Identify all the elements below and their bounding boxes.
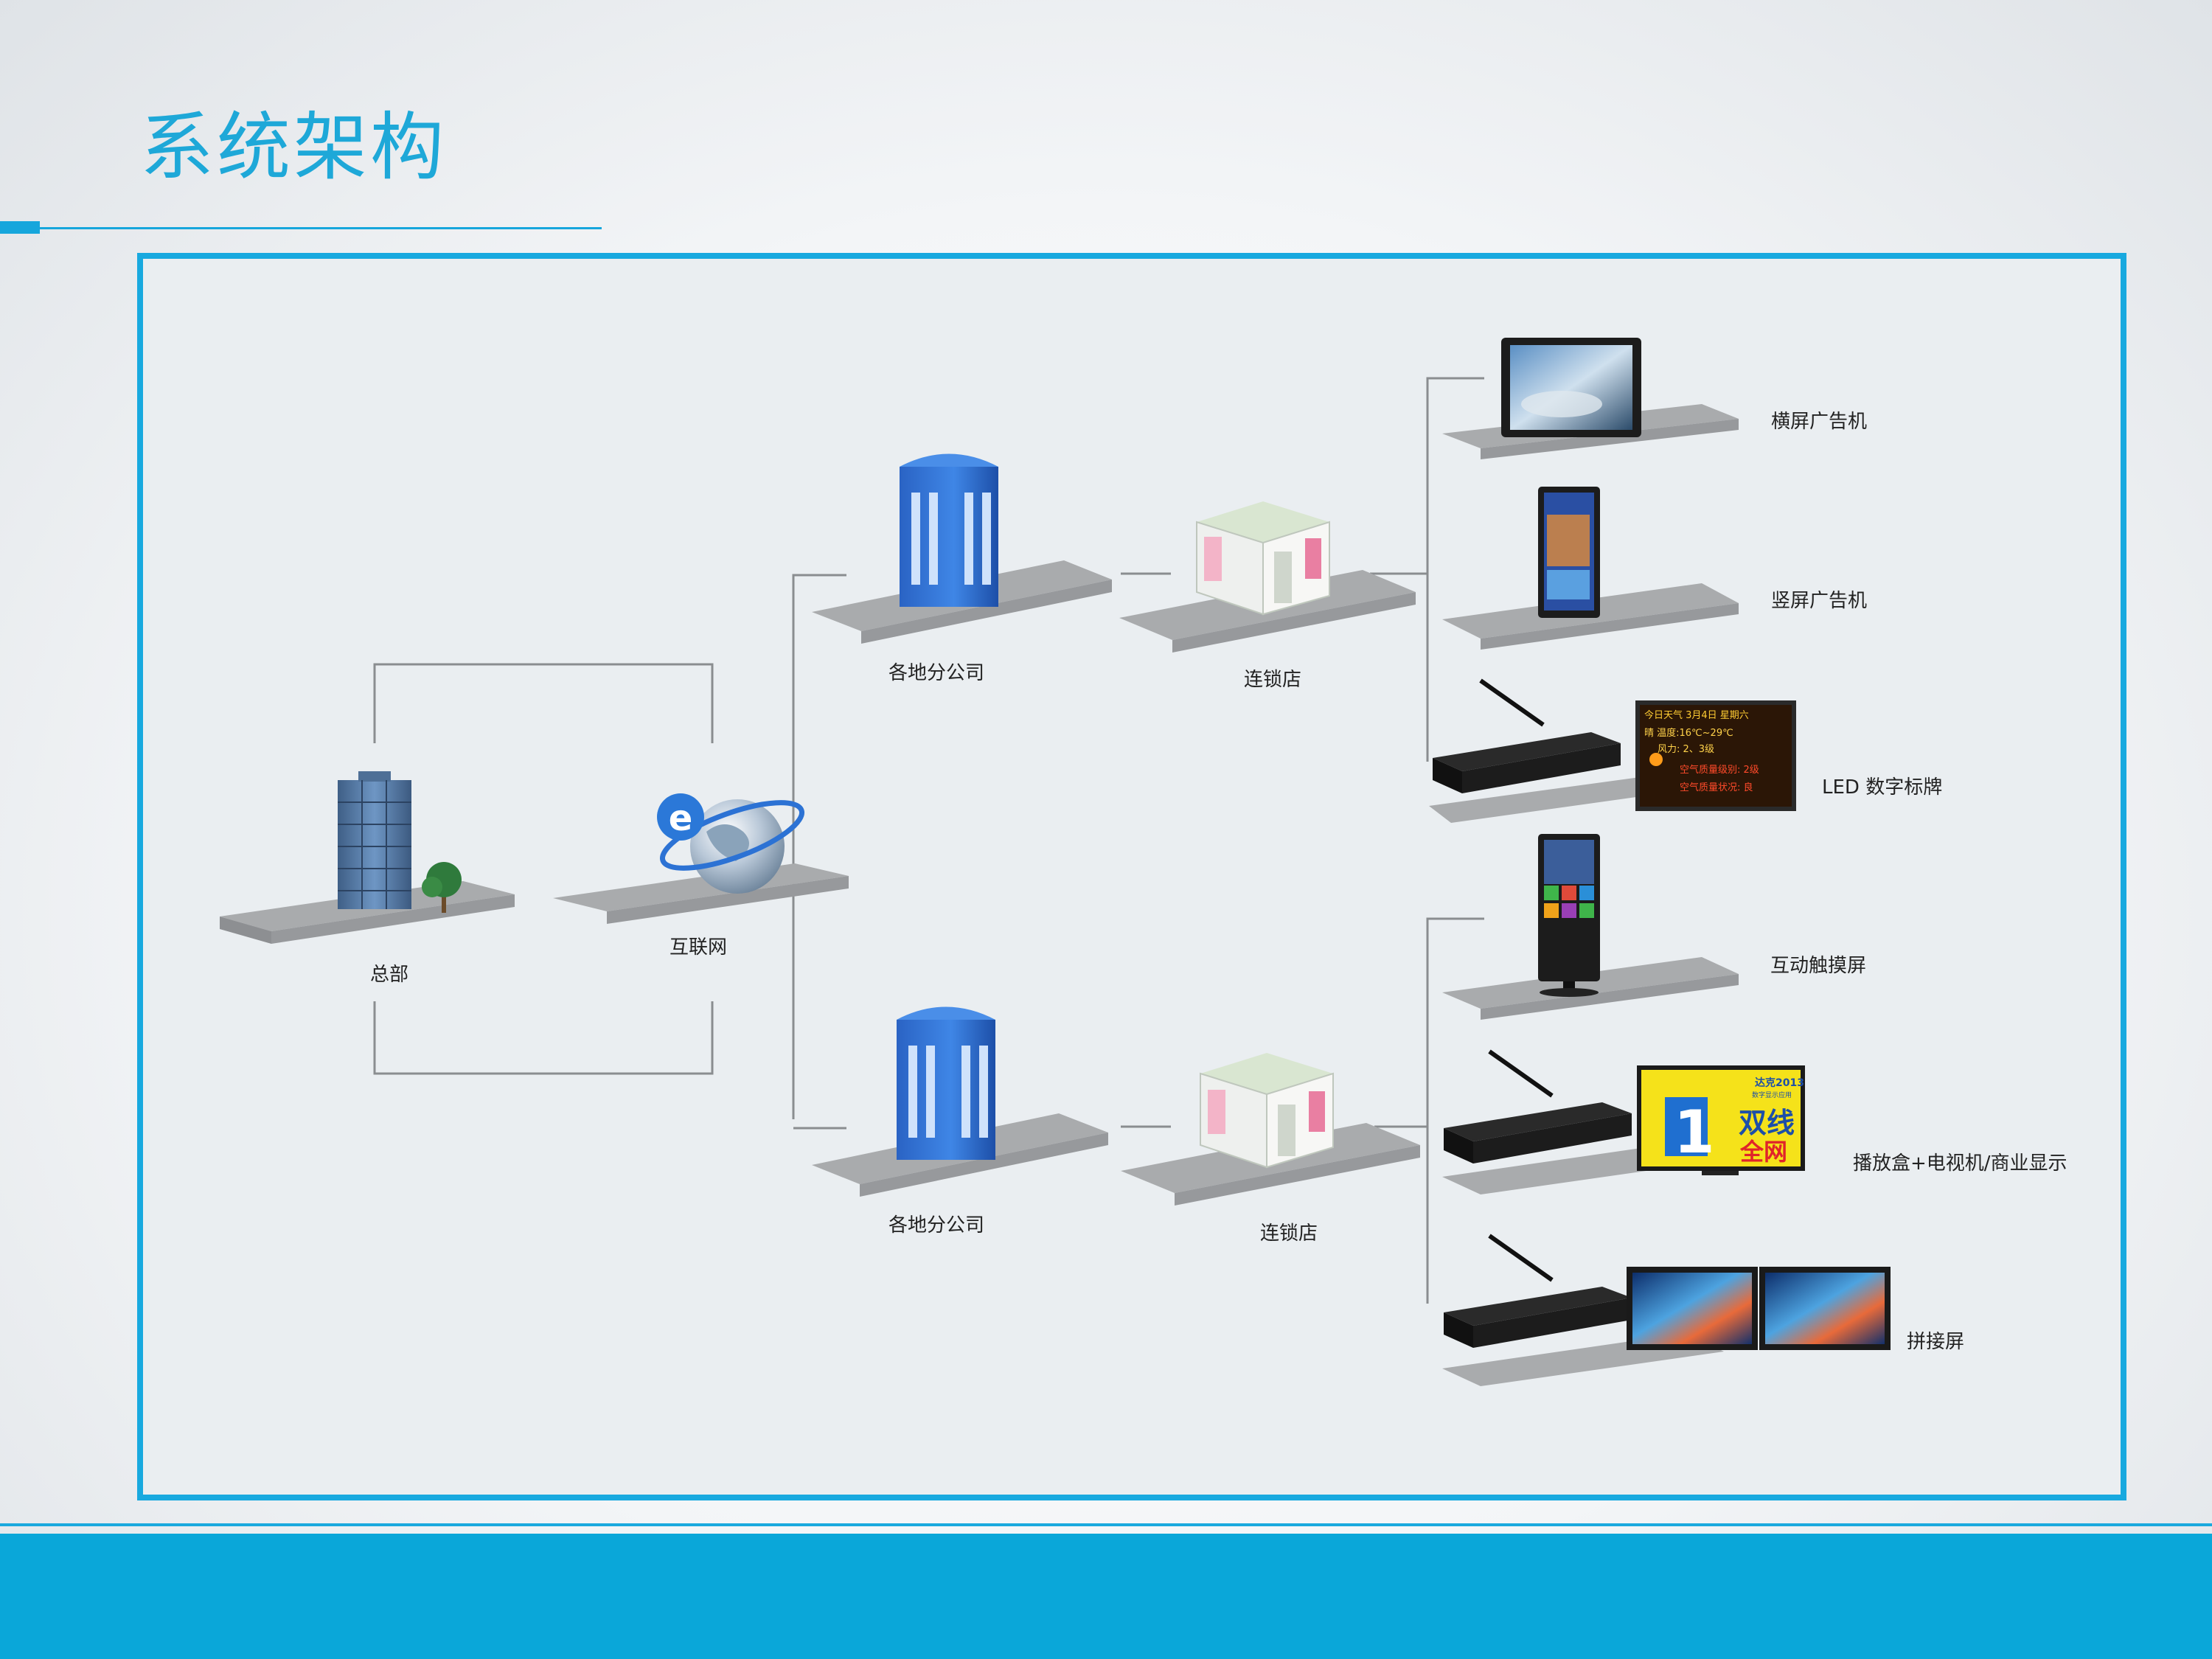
label-store-bottom: 连锁店 bbox=[1260, 1222, 1318, 1245]
branch-office-icon-bottom bbox=[897, 1006, 995, 1160]
tv-promo-1: 双线 bbox=[1739, 1107, 1795, 1139]
slide-title: 系统架构 bbox=[140, 104, 447, 190]
architecture-diagram: e bbox=[220, 338, 2067, 1386]
led-line-5: 空气质量状况: 良 bbox=[1680, 782, 1753, 793]
label-device-led: LED 数字标牌 bbox=[1822, 776, 1942, 799]
title-underline-block bbox=[0, 221, 40, 234]
player-box-icon-1 bbox=[1433, 678, 1621, 793]
led-line-2: 晴 温度:16℃~29℃ bbox=[1644, 727, 1733, 739]
label-internet: 互联网 bbox=[669, 936, 727, 959]
label-branch-top: 各地分公司 bbox=[888, 662, 984, 684]
footer-band bbox=[0, 1534, 2212, 1659]
chain-store-icon-bottom bbox=[1200, 1053, 1334, 1169]
label-store-top: 连锁店 bbox=[1244, 669, 1301, 691]
label-device-wall: 拼接屏 bbox=[1907, 1331, 1964, 1353]
landscape-ad-screen-icon bbox=[1501, 338, 1641, 437]
tv-brand: 达克2013 bbox=[1755, 1077, 1804, 1089]
headquarters-building-icon bbox=[338, 771, 411, 909]
label-device-tv: 播放盒+电视机/商业显示 bbox=[1853, 1152, 2067, 1175]
svg-text:e: e bbox=[669, 798, 693, 839]
branch-office-icon-top bbox=[900, 453, 998, 607]
tv-big-number: 1 bbox=[1674, 1098, 1715, 1166]
label-device-landscape: 横屏广告机 bbox=[1771, 411, 1867, 433]
led-sign-display: 今日天气 3月4日 星期六 晴 温度:16℃~29℃ 风力: 2、3级 空气质量… bbox=[1635, 700, 1796, 811]
label-device-touch: 互动触摸屏 bbox=[1770, 955, 1866, 977]
connector-lines bbox=[373, 377, 1484, 1304]
tree-icon bbox=[422, 862, 462, 913]
portrait-ad-kiosk-icon bbox=[1538, 487, 1600, 618]
led-line-1: 今日天气 3月4日 星期六 bbox=[1644, 709, 1749, 721]
internet-globe-icon: e bbox=[657, 793, 805, 894]
footer-line bbox=[0, 1523, 2212, 1526]
touch-kiosk-icon bbox=[1538, 834, 1600, 997]
tv-display: 1 达克2013 数字显示应用 双线 全网 bbox=[1637, 1065, 1805, 1175]
led-line-3: 风力: 2、3级 bbox=[1658, 744, 1714, 755]
tv-subtitle: 数字显示应用 bbox=[1752, 1091, 1792, 1099]
label-headquarters: 总部 bbox=[370, 964, 408, 986]
label-branch-bottom: 各地分公司 bbox=[888, 1214, 984, 1237]
video-wall-display bbox=[1627, 1267, 1891, 1350]
led-line-4: 空气质量级别: 2级 bbox=[1680, 764, 1759, 776]
sun-icon bbox=[1649, 753, 1663, 766]
label-device-portrait: 竖屏广告机 bbox=[1771, 590, 1867, 612]
title-underline bbox=[40, 227, 602, 229]
tv-promo-2: 全网 bbox=[1739, 1138, 1787, 1166]
player-box-icon-3 bbox=[1444, 1234, 1632, 1348]
chain-store-icon-top bbox=[1196, 501, 1330, 616]
diagram-frame: e bbox=[137, 253, 2126, 1500]
player-box-icon-2 bbox=[1444, 1049, 1632, 1164]
